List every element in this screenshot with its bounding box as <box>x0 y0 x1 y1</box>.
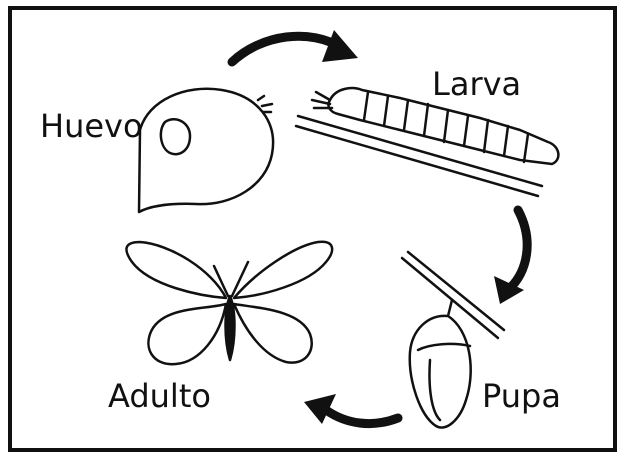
label-egg: Huevo <box>40 110 143 142</box>
butterfly-illustration <box>126 242 332 364</box>
label-pupa: Pupa <box>482 380 561 412</box>
arrow-pupa-to-adult <box>326 410 398 424</box>
label-larva: Larva <box>432 68 521 100</box>
arrow-larva-to-pupa <box>508 210 527 290</box>
larva-illustration <box>296 88 558 196</box>
arrow-head-1 <box>322 30 358 62</box>
egg-illustration <box>139 89 273 212</box>
label-adult: Adulto <box>108 380 211 412</box>
